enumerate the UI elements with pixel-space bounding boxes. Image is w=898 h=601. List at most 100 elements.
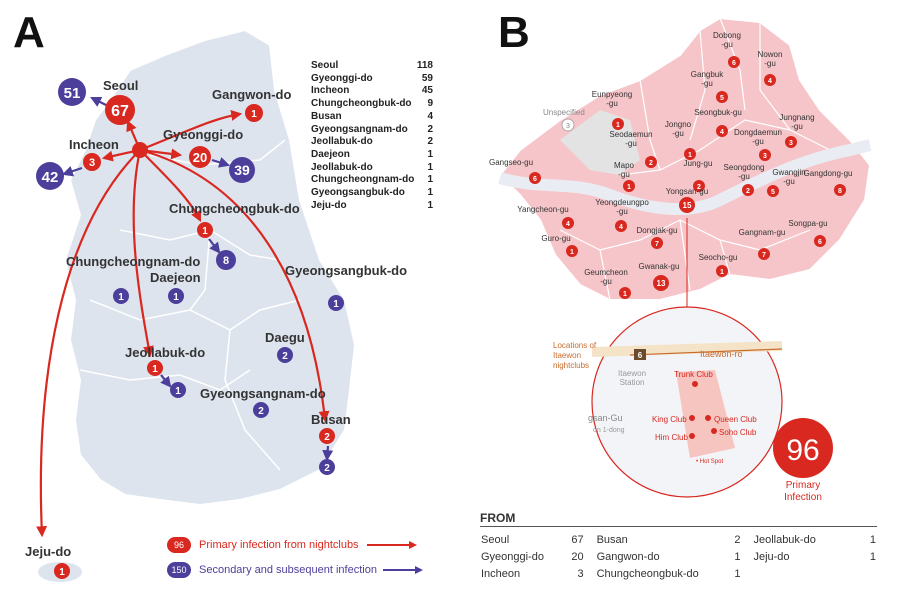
totals-region: Chungcheongnam-do	[311, 174, 415, 186]
district-count: 1	[627, 184, 631, 191]
totals-count: 1	[427, 161, 433, 173]
district-label: Dongdaemun-gu	[734, 128, 782, 146]
secondary-bubble-gyeongnam: 2	[253, 402, 269, 418]
primary-bubble-jeonbuk: 1	[147, 360, 163, 376]
from-region: Busan	[596, 533, 628, 546]
secondary-bubble-chungnam: 1	[113, 288, 129, 304]
totals-row: Chungcheongnam-do 1	[311, 174, 433, 187]
district-label: Gangseo-gu	[489, 158, 533, 167]
district-count: 8	[838, 188, 842, 195]
from-region: Jeollabuk-do	[753, 533, 816, 546]
legend-primary: 96 Primary infection from nightclubs	[167, 537, 437, 553]
district-label: Guro-gu	[541, 234, 570, 243]
totals-count: 1	[427, 187, 433, 199]
primary-label: Primary Infection	[784, 480, 822, 503]
district-label: Yangcheon-gu	[517, 205, 568, 214]
from-title: FROM	[480, 511, 516, 525]
district-count: 4	[566, 221, 570, 228]
totals-row: Jeollabuk-do 2	[311, 136, 433, 149]
from-count: 1	[869, 533, 876, 546]
label-daegu: Daegu	[265, 330, 305, 345]
svg-text:1: 1	[251, 109, 257, 120]
panel-b-letter: B	[498, 8, 530, 57]
from-region: Gyeonggi-do	[481, 550, 544, 563]
totals-row: Gyeongsangbuk-do 1	[311, 187, 433, 200]
svg-text:2: 2	[324, 463, 330, 474]
totals-count: 2	[427, 136, 433, 148]
label-gyeongbuk: Gyeongsangbuk-do	[285, 263, 407, 278]
district-bubble	[759, 149, 771, 161]
secondary-bubble-daegu: 2	[277, 347, 293, 363]
district-count: 1	[570, 249, 574, 256]
from-count: 1	[734, 567, 741, 580]
primary-bubble-chungbuk: 1	[197, 222, 213, 238]
primary-bubble-gyeonggi: 20	[189, 146, 211, 168]
primary-total: 96	[786, 434, 819, 467]
totals-region: Jeollabuk-do	[311, 161, 373, 173]
label-daejeon: Daejeon	[150, 270, 201, 285]
club-king: King Club	[652, 415, 687, 424]
legend-secondary-arrow	[382, 566, 423, 574]
legend-primary-badge: 96	[167, 537, 191, 553]
svg-text:42: 42	[42, 169, 59, 186]
district-bubble	[814, 235, 826, 247]
svg-text:2: 2	[282, 351, 288, 362]
inset-road: Itaewon-ro	[700, 349, 743, 359]
from-region: Incheon	[481, 567, 521, 580]
from-region: Gangwon-do	[596, 550, 660, 563]
korea-map: 67 51 3 42 20 39 1 1 8 1 1 1 1 1 2 2 2 2…	[25, 28, 407, 582]
secondary-bubble-jeonbuk: 1	[170, 382, 186, 398]
secondary-bubble-incheon: 42	[36, 162, 64, 190]
secondary-bubble-daejeon: 1	[168, 288, 184, 304]
inset-caption: Locations of Itaewon nightclubs	[553, 341, 597, 370]
district-bubble	[615, 220, 627, 232]
club-trunk: Trunk Club	[674, 370, 713, 379]
svg-text:67: 67	[111, 103, 129, 120]
district-bubble	[651, 237, 663, 249]
svg-text:1: 1	[118, 292, 124, 303]
district-label: Jongno-gu	[665, 120, 692, 138]
label-chungnam: Chungcheongnam-do	[66, 254, 200, 269]
from-region: Seoul	[481, 533, 510, 546]
totals-count: 1	[427, 174, 433, 186]
svg-text:20: 20	[193, 150, 207, 165]
primary-bubble-busan: 2	[319, 428, 335, 444]
district-bubble	[716, 265, 728, 277]
totals-region: Daejeon	[311, 148, 350, 160]
district-count: 1	[623, 291, 627, 298]
primary-bubble-incheon: 3	[83, 153, 101, 171]
district-count: 3	[789, 140, 793, 147]
secondary-bubble-seoul: 51	[58, 78, 86, 106]
totals-region: Gyeongsangbuk-do	[311, 187, 405, 199]
unspecified-count: 3	[566, 123, 570, 130]
district-label: Geumcheon-gu	[584, 268, 628, 286]
panel-a-letter: A	[13, 8, 45, 57]
district-label: Dobong-gu	[713, 31, 741, 49]
district-count: 7	[762, 252, 766, 259]
label-jeonbuk: Jeollabuk-do	[125, 345, 205, 360]
svg-text:2: 2	[258, 406, 264, 417]
from-count: 1	[869, 550, 876, 563]
from-count: 2	[734, 533, 741, 546]
secondary-bubble-busan: 2	[319, 459, 335, 475]
from-count: 20	[571, 550, 584, 563]
district-label: Eunpyeong-gu	[592, 90, 632, 108]
district-label: Gwanak-gu	[639, 262, 680, 271]
totals-region: Jeollabuk-do	[311, 136, 373, 148]
district-count: 4	[768, 78, 772, 85]
label-incheon: Incheon	[69, 137, 119, 152]
totals-region: Seoul	[311, 60, 339, 71]
district-label: Gangnam-gu	[739, 228, 786, 237]
district-count: 7	[655, 241, 659, 248]
svg-text:1: 1	[59, 567, 65, 578]
legend-secondary: 150 Secondary and subsequent infection	[167, 562, 437, 578]
inset-station: Itaewon Station	[618, 369, 647, 387]
totals-count: 59	[421, 72, 433, 84]
hub-marker	[132, 142, 148, 158]
svg-text:1: 1	[152, 364, 158, 375]
